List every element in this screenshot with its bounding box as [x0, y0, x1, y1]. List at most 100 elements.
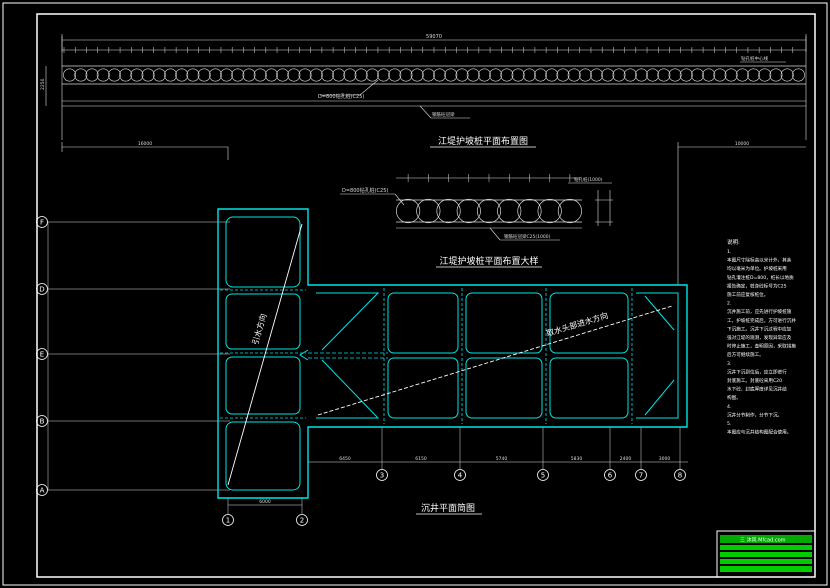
- note-line: 下沉施工。沉井下沉过程中应加: [727, 325, 792, 332]
- notes-block: 说明: 1.本图尺寸除标高以米计外，其余均以毫米为单位。护坡桩采用钻孔灌注桩D=…: [727, 238, 796, 436]
- col-axis-label: 3: [380, 472, 384, 480]
- pile-circle: [702, 68, 716, 82]
- row-axis-label: A: [40, 487, 45, 495]
- pile-circle: [646, 68, 660, 82]
- beam-note-detail: 钢筋砼冠梁C25(1000): [504, 233, 551, 240]
- pile-circle: [556, 68, 570, 82]
- pile-circle: [343, 68, 357, 82]
- col-axis-bubble: [222, 514, 234, 526]
- pile-layout-plan: 59070 2250 D=800钻孔桩(C25) 钻孔桩中心线 钢筋砼冠梁 江堤…: [40, 34, 807, 148]
- col-axis-label: 8: [678, 472, 682, 480]
- side-dim-text: 2250: [40, 78, 46, 90]
- col-axis-label: 4: [458, 472, 463, 480]
- pile-circle: [623, 68, 637, 82]
- detail-piles: [396, 198, 582, 224]
- col-dim-text: 6450: [339, 456, 351, 462]
- col-axis-bubble: [604, 469, 616, 481]
- col-dim-text: 3000: [659, 456, 671, 462]
- col-axis-bubble: [674, 469, 686, 481]
- pile-circle: [96, 68, 110, 82]
- pile-circle: [522, 68, 536, 82]
- detail-pile-circle: [497, 198, 522, 224]
- pile-circle: [141, 68, 155, 82]
- pile-circle: [220, 68, 234, 82]
- note-line: 工，护坡桩完成后，方可进行沉井: [727, 317, 796, 324]
- note-line: 本图应与沉井结构图配合使用。: [727, 429, 791, 436]
- note-line: 沉井分节制作，分节下沉。: [727, 411, 782, 418]
- note-line: 强对江堤的观测，发现异常应及: [727, 334, 792, 341]
- caisson-outline: [217, 208, 688, 499]
- col-axis-label: 5: [541, 472, 545, 480]
- pile-circle: [130, 68, 144, 82]
- col-dim-text: 5830: [571, 456, 583, 462]
- title-block-logo: 三 沐风 Mfcad.com: [740, 537, 786, 544]
- pile-circle: [264, 68, 278, 82]
- pile-detail: D=800钻孔桩(C25) 钻孔桩(1000) 钢筋砼冠梁C25(1000) 江…: [340, 174, 613, 268]
- row-axis-label: D: [39, 286, 44, 294]
- pile-circle: [399, 68, 413, 82]
- row-axis-bubble: [36, 348, 48, 360]
- pile-circle: [119, 68, 133, 82]
- pile-circle: [74, 68, 88, 82]
- pile-row: [63, 68, 805, 82]
- note-line: 1.: [727, 249, 731, 255]
- note-line: 4.: [727, 404, 731, 410]
- note-line: 施工前应复核桩位。: [727, 291, 768, 298]
- diag-line-left: [227, 223, 303, 486]
- col-axis-label: 2: [300, 517, 304, 525]
- col-dim-text: 5740: [496, 456, 508, 462]
- pile-circle: [365, 68, 379, 82]
- detail-pile-circle: [537, 198, 562, 224]
- pile-circle: [321, 68, 334, 82]
- row-axis-bubble: [36, 415, 48, 427]
- pile-circle: [63, 68, 77, 82]
- detail-pile-circle: [416, 198, 441, 224]
- pile-circle: [578, 68, 592, 82]
- pile-circle: [489, 68, 503, 82]
- overall-dim-text: 59070: [426, 34, 442, 40]
- pile-circle: [612, 68, 626, 82]
- pile-note-detail: D=800钻孔桩(C25): [342, 187, 388, 194]
- col-axis-bubble: [296, 514, 308, 526]
- notes-title: 说明:: [727, 238, 740, 246]
- pile-detail-title: 江堤护坡桩平面布置大样: [439, 255, 538, 267]
- note-line: 时停止施工，查明原因，采取措施: [727, 343, 796, 350]
- col-dim-text: 2400: [620, 456, 632, 462]
- pile-circle: [679, 68, 693, 82]
- bottom-dim: 6000: [259, 499, 271, 505]
- col-axis-label: 1: [226, 517, 230, 525]
- row-axis-label: E: [40, 351, 44, 359]
- pile-circle: [85, 68, 99, 82]
- pile-circle: [152, 68, 166, 82]
- col-axis-bubble: [454, 469, 466, 481]
- diag-line-right: [317, 305, 673, 416]
- note-line: 水下砼，封底厚度详见沉井结: [727, 386, 787, 393]
- pile-circle: [175, 68, 189, 82]
- pile-circle: [567, 68, 581, 82]
- row-axis-label: B: [40, 418, 45, 426]
- note-line: 钻孔灌注桩D=800，桩长以地质: [727, 274, 794, 281]
- col-axis-bubble: [635, 469, 647, 481]
- top-right-note: 钻孔桩中心线: [741, 55, 768, 62]
- pile-circle: [287, 68, 301, 82]
- detail-pile-circle: [396, 198, 421, 224]
- pile-note-top: D=800钻孔桩(C25): [318, 93, 364, 100]
- note-line: 封底施工。封底砼采用C20: [727, 377, 782, 384]
- detail-pile-circle: [517, 198, 542, 224]
- pile-circle: [253, 68, 267, 82]
- note-line: 本图尺寸除标高以米计外，其余: [727, 257, 792, 264]
- right-gap-dim: 10000: [735, 141, 749, 147]
- pile-circle: [186, 68, 200, 82]
- pile-circle: [410, 68, 424, 82]
- pile-circle: [388, 68, 402, 82]
- pile-circle: [500, 68, 514, 82]
- detail-pile-circle: [557, 198, 582, 224]
- pile-circle: [735, 68, 749, 82]
- row-axis-label: F: [40, 219, 44, 227]
- pile-circle: [466, 68, 480, 82]
- pile-circle: [298, 68, 312, 82]
- pile-circle: [421, 68, 435, 82]
- detail-right-note: 钻孔桩(1000): [574, 176, 603, 183]
- detail-pile-circle: [436, 198, 461, 224]
